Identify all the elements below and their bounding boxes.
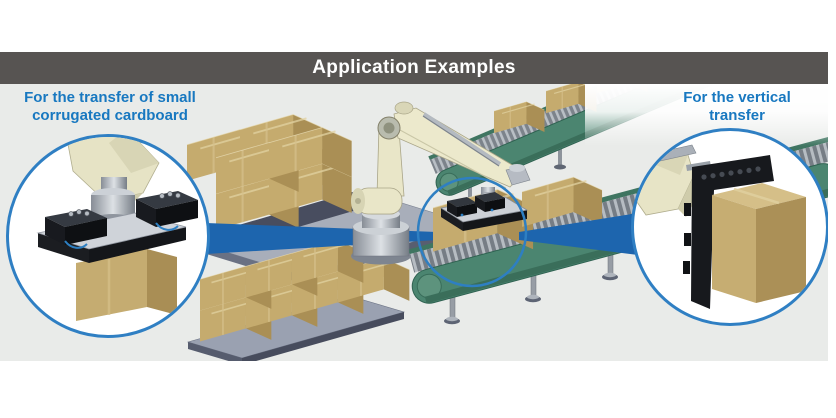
robot-arm [351, 101, 531, 265]
small-cardboard-gripper-illustration [36, 137, 199, 321]
left-callout-line2: corrugated cardboard [32, 107, 188, 124]
highlight-circle [416, 176, 528, 288]
left-callout-circle [6, 134, 210, 338]
vertical-gripper-illustration [634, 144, 806, 309]
right-callout-label: For the vertical transfer [650, 89, 824, 125]
gripper-unit [439, 187, 529, 231]
right-callout-line2: transfer [709, 107, 765, 124]
right-callout-line1: For the vertical [683, 89, 791, 106]
header-bar: Application Examples [0, 52, 828, 84]
right-callout-circle [631, 128, 828, 326]
left-callout-line1: For the transfer of small [24, 89, 196, 106]
stage: For the transfer of small corrugated car… [0, 84, 828, 361]
beam-right [519, 213, 638, 255]
left-callout-label: For the transfer of small corrugated car… [8, 89, 212, 125]
header-title: Application Examples [312, 57, 516, 78]
